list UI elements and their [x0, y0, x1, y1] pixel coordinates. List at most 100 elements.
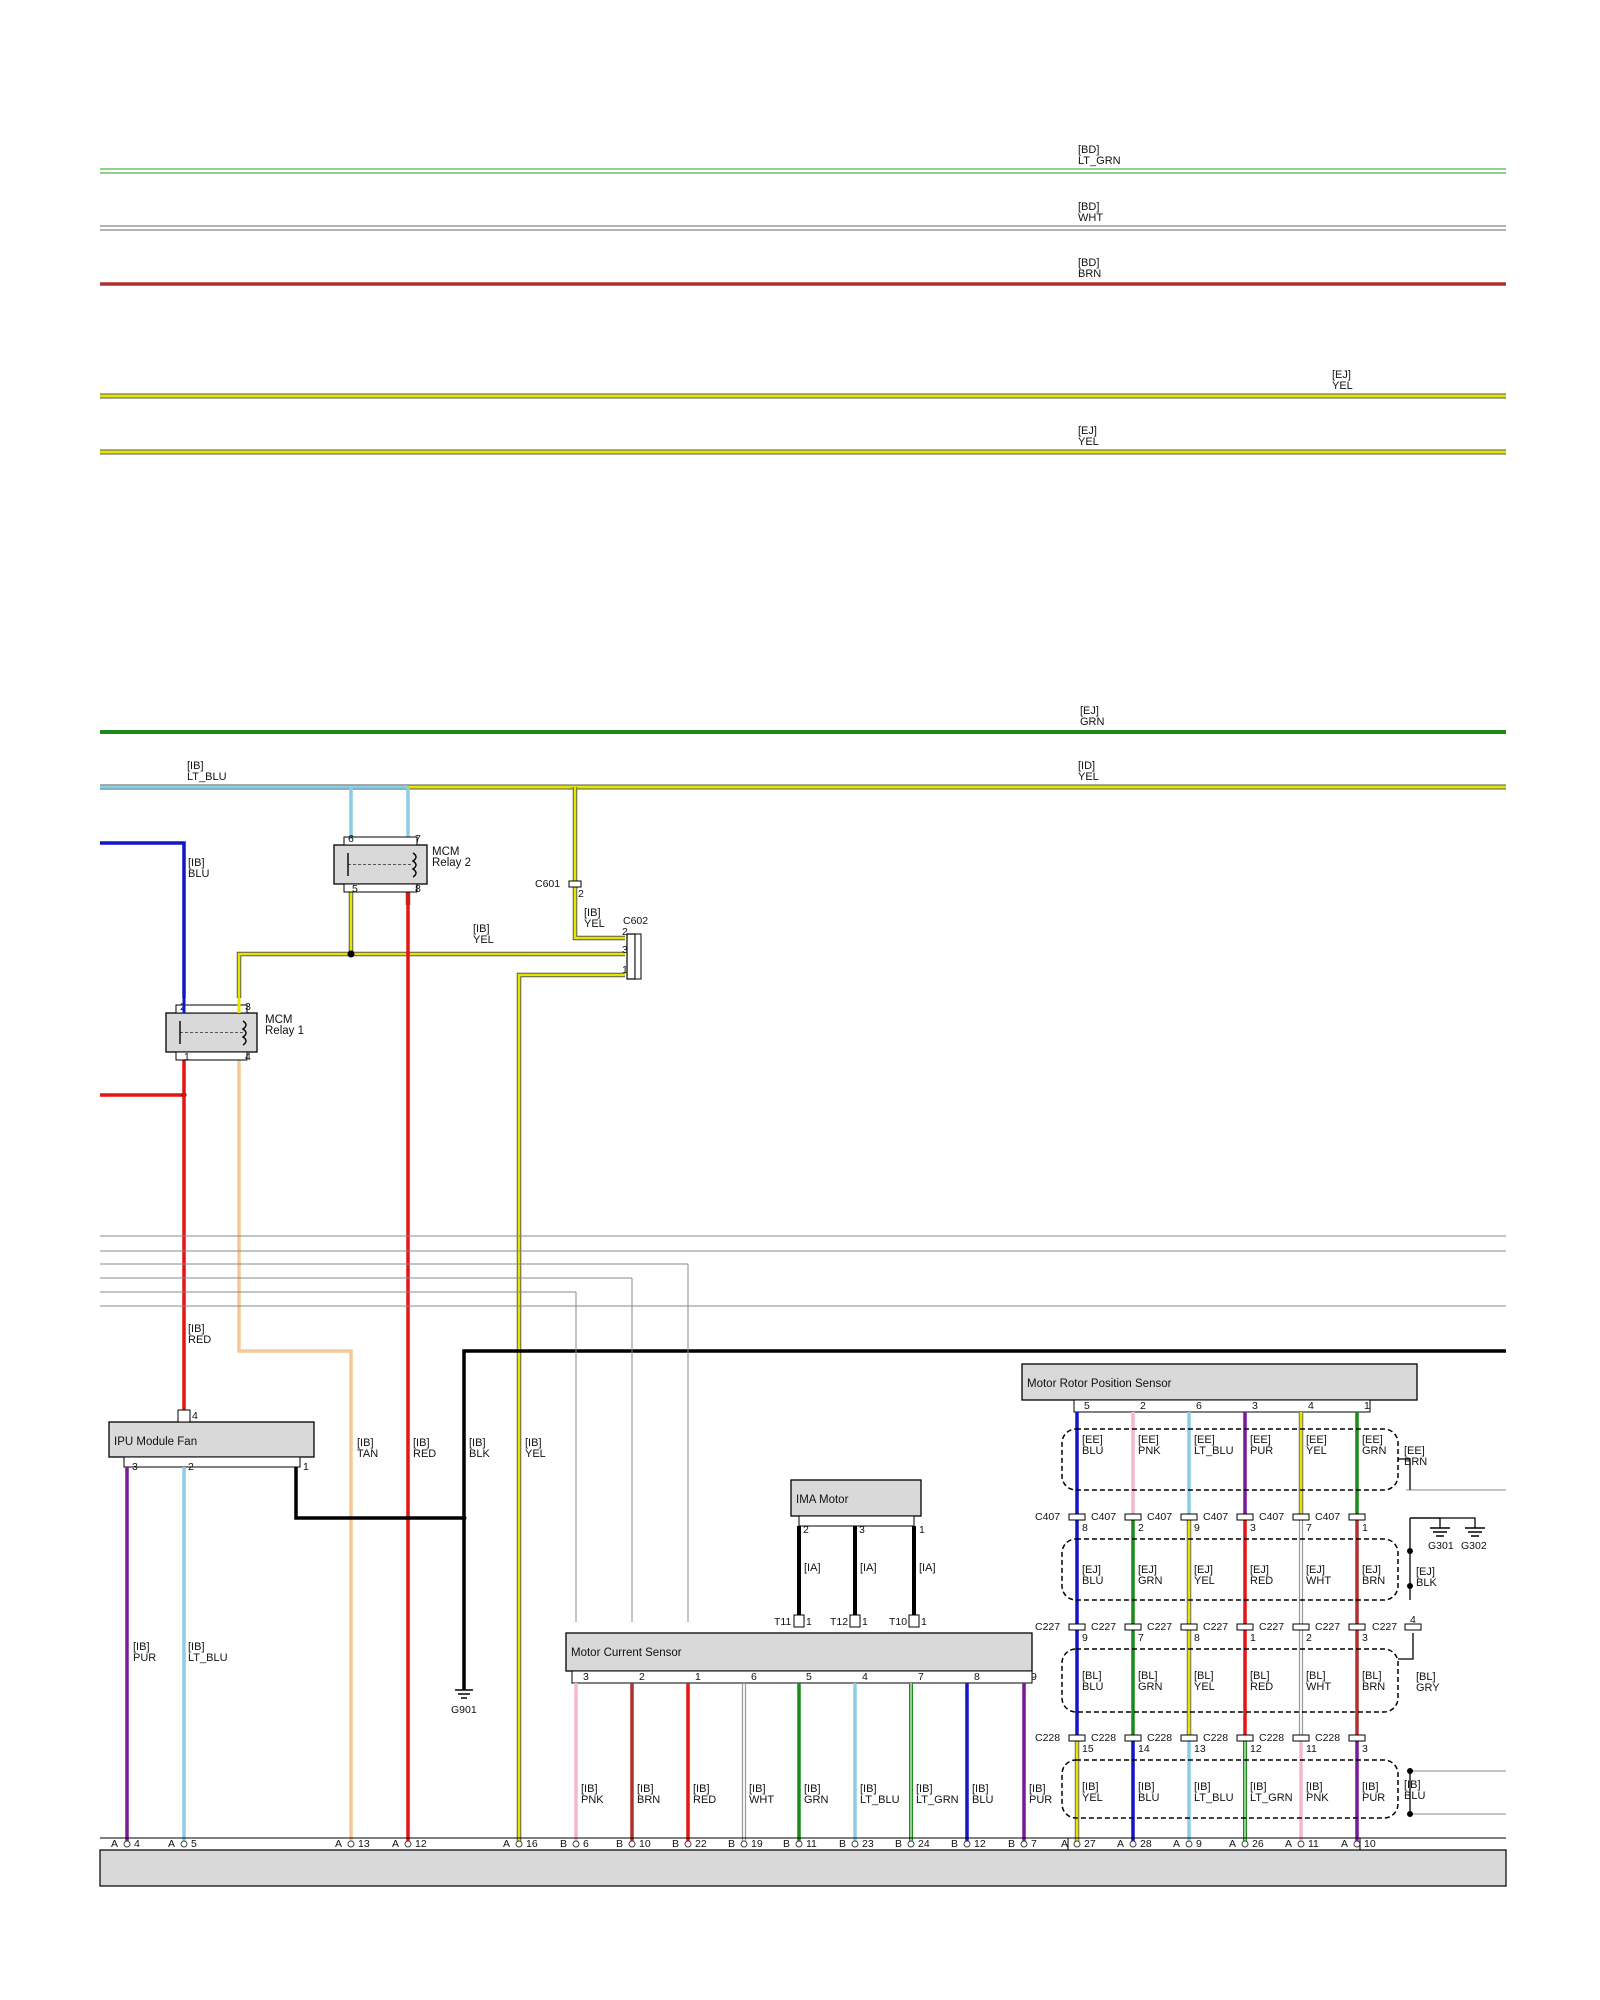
- rotor-ee-label-color: PNK: [1138, 1445, 1161, 1457]
- ima-motor-name: IMA Motor: [796, 1494, 849, 1506]
- rotor-ee-label-color: YEL: [1306, 1445, 1327, 1457]
- c228-label: C228: [1091, 1732, 1116, 1744]
- rotor-bl-label-color: BRN: [1362, 1681, 1385, 1693]
- pin-terminal: [180, 1840, 188, 1848]
- c407-pin: 1: [1362, 1522, 1368, 1534]
- bus-label-2-color: BRN: [1078, 268, 1101, 280]
- mcs-wire-label-tag: [IB]: [1029, 1783, 1046, 1795]
- mcm-relay-2-connector-top: [343, 836, 418, 846]
- rotor-ib-label-tag: [IB]: [1194, 1781, 1211, 1793]
- rotor-bl-label-color: YEL: [1194, 1681, 1215, 1693]
- c407-connector: [1124, 1513, 1142, 1521]
- c227-label: C227: [1259, 1621, 1284, 1633]
- pin-terminal: [1129, 1840, 1137, 1848]
- shield-ib-color: BLU: [1404, 1790, 1425, 1802]
- rotor-pin: 3: [1252, 1400, 1258, 1412]
- wire-label-yel-color: YEL: [473, 934, 494, 946]
- rotor-ej-label-color: BRN: [1362, 1575, 1385, 1587]
- terminal-pin: 1: [862, 1616, 868, 1628]
- mcm-relay-2-name: MCM: [432, 846, 459, 858]
- bottom-connector-letter: A: [111, 1838, 118, 1850]
- shield-bl-tag: [BL]: [1416, 1671, 1436, 1683]
- wire-label-lt-blu-tag: [IB]: [188, 1641, 205, 1653]
- splice-dot: [1407, 1548, 1413, 1554]
- c602-pin: 2: [622, 926, 628, 938]
- c407-pin: 2: [1138, 1522, 1144, 1534]
- c227-label: C227: [1035, 1621, 1060, 1633]
- bus-label-4-tag: [EJ]: [1078, 425, 1097, 437]
- bus-label-5-color: GRN: [1080, 716, 1105, 728]
- pin-terminal: [123, 1840, 131, 1848]
- drain-wire: [1398, 1458, 1411, 1490]
- c602-connector: [634, 933, 642, 980]
- rotor-ib-label-tag: [IB]: [1306, 1781, 1323, 1793]
- c227-pin: 8: [1194, 1632, 1200, 1644]
- rotor-ee-label-color: GRN: [1362, 1445, 1387, 1457]
- motor-current-sensor-name: Motor Current Sensor: [571, 1647, 682, 1659]
- c407-label: C407: [1315, 1511, 1340, 1523]
- mcs-wire-label-tag: [IB]: [860, 1783, 877, 1795]
- pin-terminal: [795, 1840, 803, 1848]
- mcs-wire-label-color: GRN: [804, 1794, 829, 1806]
- splice-dot: [1407, 1583, 1413, 1589]
- bottom-pin-number: 12: [415, 1838, 427, 1850]
- rotor-ee-label-color: LT_BLU: [1194, 1445, 1234, 1457]
- mcs-wire-label-color: PNK: [581, 1794, 604, 1806]
- ground-icon: [455, 1689, 473, 1699]
- mcs-pin: 7: [918, 1671, 924, 1683]
- wire-label-blk-tag: [IB]: [469, 1437, 486, 1449]
- mcs-wire-label-color: PUR: [1029, 1794, 1052, 1806]
- relay-coil-icon: [411, 852, 417, 878]
- blk-wire: [462, 1349, 1506, 1690]
- rotor-ej-label-color: RED: [1250, 1575, 1273, 1587]
- c407-label: C407: [1203, 1511, 1228, 1523]
- rotor-pin: 2: [1140, 1400, 1146, 1412]
- bottom-pin-number: 5: [191, 1838, 197, 1850]
- c228-connector: [1180, 1734, 1198, 1742]
- wire-label-red-tag: [IB]: [413, 1437, 430, 1449]
- bottom-connector-letter: B: [616, 1838, 623, 1850]
- wire-label-blu-tag: [IB]: [188, 857, 205, 869]
- rotor-bl-label-tag: [BL]: [1250, 1670, 1270, 1682]
- rotor-ee-label-tag: [EE]: [1306, 1434, 1327, 1446]
- bottom-connector-letter: A: [1117, 1838, 1124, 1850]
- bottom-pin-number: 12: [974, 1838, 986, 1850]
- terminal-pin: 1: [806, 1616, 812, 1628]
- pin-terminal: [1353, 1840, 1361, 1848]
- wire-label-yel-color: YEL: [584, 918, 605, 930]
- c227-connector: [1348, 1623, 1366, 1631]
- bus-label-0-color: LT_GRN: [1078, 155, 1121, 167]
- rotor-pin: 6: [1196, 1400, 1202, 1412]
- c602-pin: 3: [622, 944, 628, 956]
- rotor-ib-label-color: PNK: [1306, 1792, 1329, 1804]
- mcm-relay-2-name: Relay 2: [432, 857, 471, 869]
- rotor-ej-label-tag: [EJ]: [1362, 1564, 1381, 1576]
- wire-label-yel-tag: [IB]: [525, 1437, 542, 1449]
- bottom-pin-number: 9: [1196, 1838, 1202, 1850]
- ground-label: G302: [1461, 1540, 1487, 1552]
- ipu-module-fan: [108, 1421, 315, 1458]
- bottom-connector-letter: B: [895, 1838, 902, 1850]
- mcm-relay-2-connector-bottom: [343, 883, 418, 893]
- c601-label: C601: [535, 878, 560, 890]
- motor-current-sensor: [565, 1632, 1033, 1672]
- rotor-bl-label-color: GRN: [1138, 1681, 1163, 1693]
- c227-label: C227: [1372, 1621, 1397, 1633]
- bottom-connector-letter: B: [728, 1838, 735, 1850]
- rotor-ib-label-color: PUR: [1362, 1792, 1385, 1804]
- c227-connector: [1180, 1623, 1198, 1631]
- c227-connector: [1124, 1623, 1142, 1631]
- c228-pin: 13: [1194, 1743, 1206, 1755]
- rotor-bl-label-tag: [BL]: [1306, 1670, 1326, 1682]
- shield-ee-color: BRN: [1404, 1456, 1427, 1468]
- pin-terminal: [851, 1840, 859, 1848]
- c228-label: C228: [1315, 1732, 1340, 1744]
- wire-label-ia: [IA]: [804, 1562, 821, 1574]
- shield-outline: [1061, 1648, 1399, 1713]
- bottom-connector-letter: A: [1061, 1838, 1068, 1850]
- relay-pin: 7: [415, 833, 421, 845]
- ipu-pin: 1: [303, 1461, 309, 1473]
- rotor-connector: [1073, 1399, 1371, 1413]
- mcs-wire-label-tag: [IB]: [916, 1783, 933, 1795]
